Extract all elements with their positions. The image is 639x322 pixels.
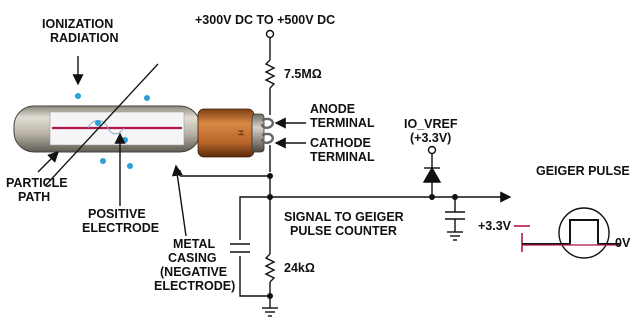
particle-path-label-2: PATH <box>18 190 50 204</box>
metal-casing-label-2: CASING <box>168 251 217 265</box>
circuit-wiring <box>179 29 512 317</box>
pulse-low-label: 0V <box>615 236 631 250</box>
circuit-nodes <box>267 173 458 299</box>
resistor-24k <box>264 253 276 283</box>
particle-dot <box>95 120 101 126</box>
anode-terminal-label-2: TERMINAL <box>310 116 375 130</box>
cathode-terminal-pin <box>260 132 274 144</box>
positive-electrode-label-2: ELECTRODE <box>82 221 159 235</box>
cathode-terminal-label: CATHODE <box>310 136 371 150</box>
particle-dot <box>75 93 81 99</box>
supply-terminal <box>265 29 275 39</box>
geiger-pulse-title: GEIGER PULSE <box>536 164 630 178</box>
io-vref-terminal <box>427 145 437 155</box>
pointer-arrows <box>37 56 306 237</box>
io-vref-label: IO_VREF <box>404 117 458 131</box>
io-vref-label-2: (+3.3V) <box>410 131 451 145</box>
positive-electrode-label: POSITIVE <box>88 207 146 221</box>
resistor-top-label: 7.5MΩ <box>284 67 322 81</box>
resistor-7-5M <box>264 59 276 89</box>
pulse-circle <box>558 207 610 259</box>
anode-terminal-label: ANODE <box>310 102 355 116</box>
pulse-high-label: +3.3V <box>478 219 512 233</box>
metal-casing-label-3: (NEGATIVE <box>160 265 227 279</box>
particle-path-label: PARTICLE <box>6 176 68 190</box>
pulse-waveform <box>522 219 620 245</box>
signal-label-2: PULSE COUNTER <box>290 224 397 238</box>
svg-text:H: H <box>236 130 245 136</box>
resistor-bottom-label: 24kΩ <box>284 261 315 275</box>
particle-dot <box>127 163 133 169</box>
particle-path-line <box>44 63 159 187</box>
particle-dot <box>100 158 106 164</box>
geiger-tube: H <box>13 105 274 158</box>
metal-casing-label: METAL <box>173 237 215 251</box>
tube-end-cap <box>251 113 265 153</box>
anode-terminal-pin <box>260 117 274 129</box>
diode-body <box>422 166 442 183</box>
particle-dot <box>144 95 150 101</box>
supply-voltage-label: +300V DC TO +500V DC <box>195 13 335 27</box>
particle-dot <box>122 137 128 143</box>
ionization-label-2: RADIATION <box>50 31 119 45</box>
signal-label: SIGNAL TO GEIGER <box>284 210 404 224</box>
geiger-pulse-inset <box>514 207 620 259</box>
cathode-terminal-label-2: TERMINAL <box>310 150 375 164</box>
metal-casing-label-4: ELECTRODE) <box>154 279 235 293</box>
ionization-label: IONIZATION <box>42 17 113 31</box>
